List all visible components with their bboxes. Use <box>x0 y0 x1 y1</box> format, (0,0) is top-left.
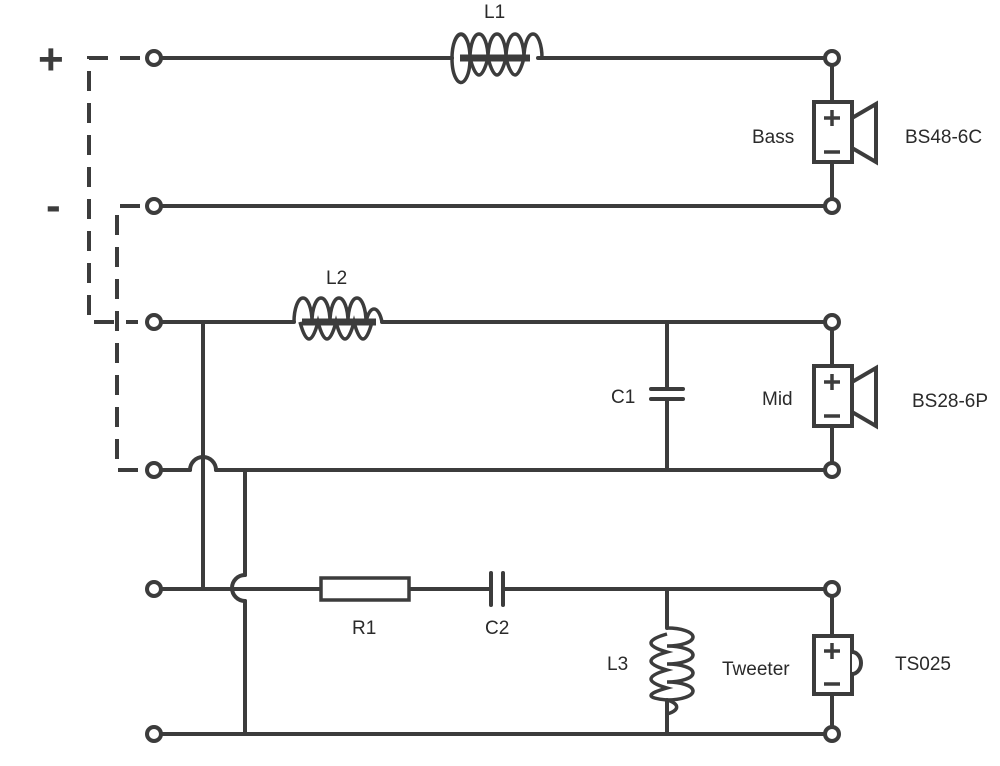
terminal <box>145 49 163 67</box>
label-mid-model: BS28-6P <box>912 391 988 412</box>
terminal <box>823 197 841 215</box>
label-bass-model: BS48-6C <box>905 127 982 148</box>
label-l1: L1 <box>484 2 505 23</box>
terminal <box>823 725 841 743</box>
terminal <box>145 461 163 479</box>
terminal <box>823 580 841 598</box>
inductor-l2 <box>292 296 384 341</box>
label-l3: L3 <box>607 654 628 675</box>
terminal <box>823 461 841 479</box>
label-c1: C1 <box>611 387 635 408</box>
terminal <box>145 580 163 598</box>
input-terminals <box>145 49 163 743</box>
label-c2: C2 <box>485 618 509 639</box>
inductor-l3 <box>649 587 695 736</box>
capacitor-c2 <box>489 571 505 607</box>
mid-section: L2 C1 Mid BS28-6P <box>152 268 988 472</box>
label-tweeter-model: TS025 <box>895 654 951 675</box>
capacitor-c1 <box>649 320 685 472</box>
plus-sign: + <box>38 35 64 84</box>
inductor-l1 <box>450 32 544 85</box>
label-mid: Mid <box>762 389 793 410</box>
minus-sign: - <box>46 181 61 230</box>
output-terminals <box>823 49 841 743</box>
bass-speaker-icon <box>812 100 878 166</box>
label-tweeter: Tweeter <box>722 659 790 680</box>
label-bass: Bass <box>752 127 794 148</box>
plus-jumper <box>87 56 140 324</box>
terminal <box>823 313 841 331</box>
mid-speaker-icon <box>812 364 878 430</box>
minus-jumper <box>115 204 140 472</box>
bass-section: L1 Bass BS48-6C <box>152 2 982 208</box>
label-r1: R1 <box>352 618 376 639</box>
label-l2: L2 <box>326 268 347 289</box>
terminal <box>145 197 163 215</box>
terminal <box>145 313 163 331</box>
terminal <box>145 725 163 743</box>
tweeter-speaker-icon <box>812 634 863 696</box>
resistor-r1 <box>319 576 411 602</box>
terminal <box>823 49 841 67</box>
